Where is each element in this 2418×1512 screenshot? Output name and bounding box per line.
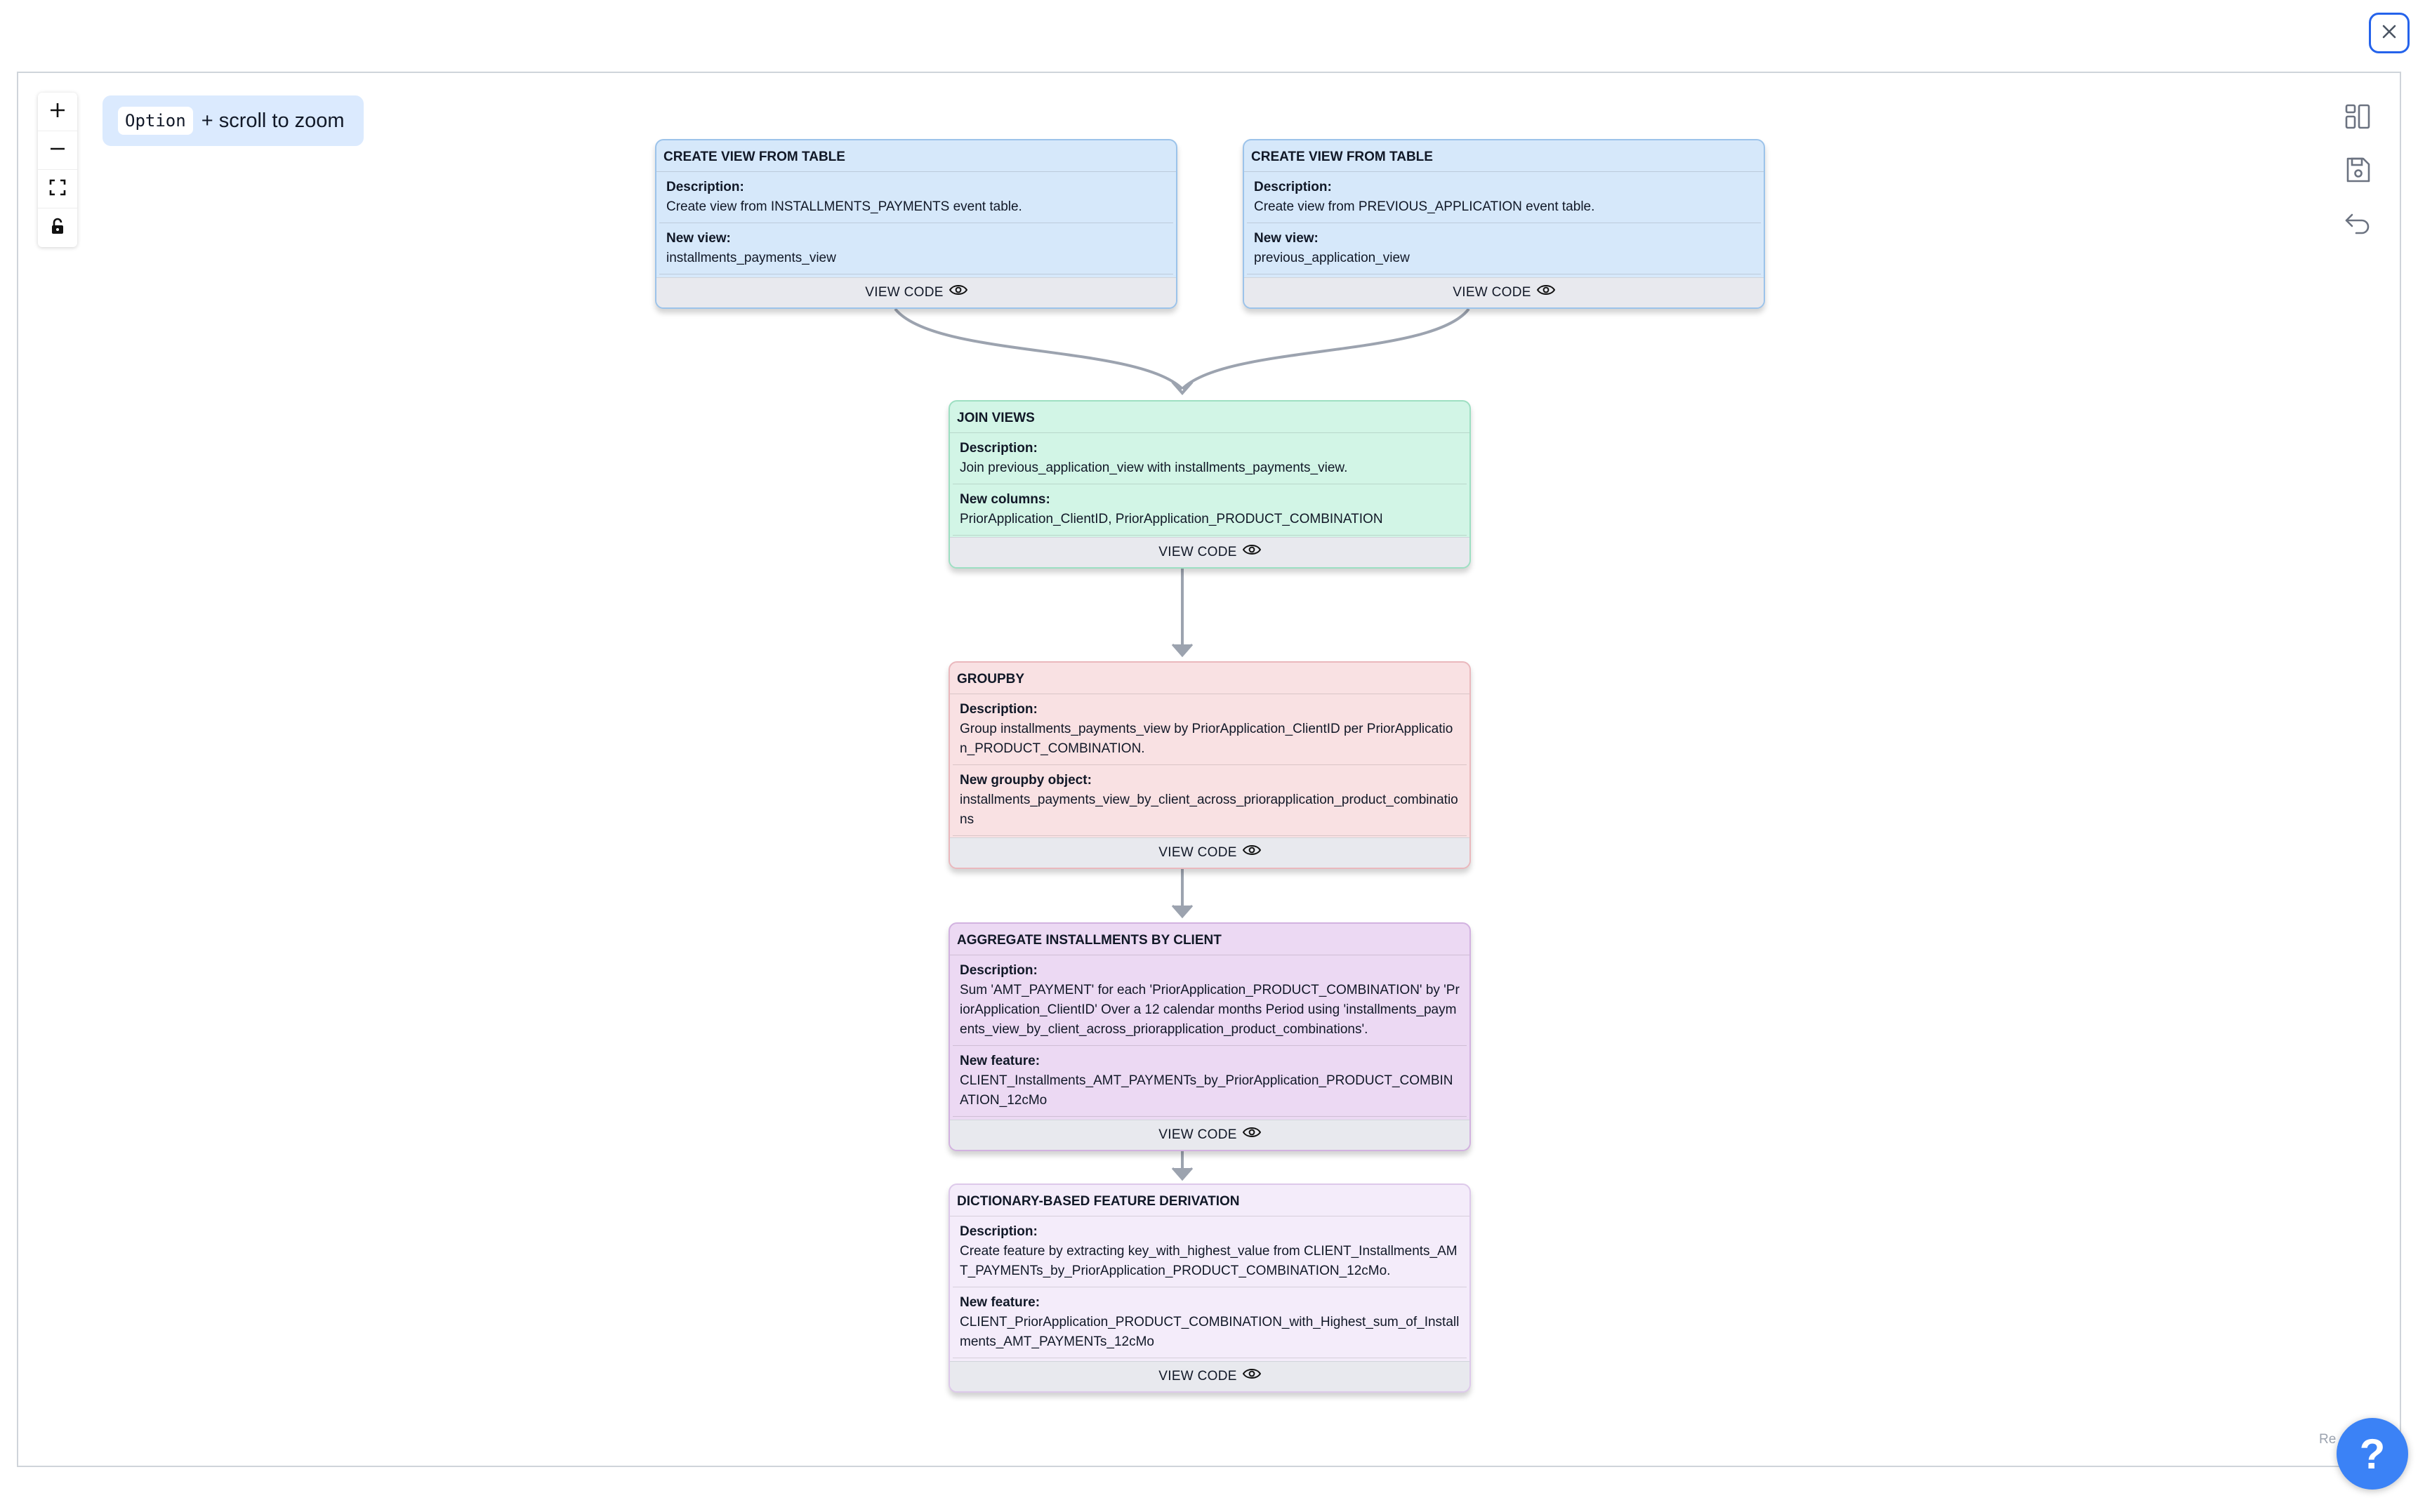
section-label: New feature: bbox=[960, 1295, 1040, 1310]
node-section: Description: Join previous_application_v… bbox=[953, 433, 1467, 484]
node-create-previous-app-view[interactable]: CREATE VIEW FROM TABLE Description: Crea… bbox=[1243, 139, 1765, 309]
section-label: Description: bbox=[666, 180, 744, 194]
node-create-installments-view[interactable]: CREATE VIEW FROM TABLE Description: Crea… bbox=[655, 139, 1177, 309]
section-value: Join previous_application_view with inst… bbox=[960, 460, 1348, 475]
section-value: installments_payments_view_by_client_acr… bbox=[960, 793, 1458, 827]
view-code-label: VIEW CODE bbox=[1453, 285, 1531, 300]
view-code-label: VIEW CODE bbox=[1158, 1127, 1237, 1142]
section-label: New groupby object: bbox=[960, 773, 1092, 788]
lock-button[interactable] bbox=[38, 208, 77, 246]
node-join-views[interactable]: JOIN VIEWS Description: Join previous_ap… bbox=[949, 400, 1471, 569]
section-value: Create feature by extracting key_with_hi… bbox=[960, 1244, 1458, 1278]
plus-icon bbox=[48, 101, 67, 123]
section-label: New view: bbox=[666, 231, 731, 246]
fit-view-icon bbox=[49, 179, 66, 199]
lock-icon bbox=[50, 218, 65, 238]
help-label: ? bbox=[2359, 1430, 2386, 1478]
section-label: Description: bbox=[960, 1224, 1038, 1239]
node-section: Description: Create feature by extractin… bbox=[953, 1216, 1467, 1287]
fit-view-button[interactable] bbox=[38, 170, 77, 208]
section-label: Description: bbox=[960, 441, 1038, 456]
right-toolbar bbox=[2338, 98, 2377, 258]
node-title: CREATE VIEW FROM TABLE bbox=[1244, 140, 1764, 172]
node-aggregate-installments[interactable]: AGGREGATE INSTALLMENTS BY CLIENT Descrip… bbox=[949, 922, 1471, 1151]
zoom-in-button[interactable] bbox=[38, 93, 77, 131]
node-title: JOIN VIEWS bbox=[950, 402, 1469, 433]
view-code-label: VIEW CODE bbox=[1158, 1369, 1237, 1384]
zoom-hint: Option + scroll to zoom bbox=[103, 95, 364, 146]
node-title: GROUPBY bbox=[950, 663, 1469, 694]
node-section: Description: Create view from PREVIOUS_A… bbox=[1247, 172, 1761, 223]
eye-icon bbox=[1237, 1125, 1261, 1145]
section-value: Create view from PREVIOUS_APPLICATION ev… bbox=[1254, 199, 1595, 214]
section-value: previous_application_view bbox=[1254, 251, 1410, 265]
view-code-button[interactable]: VIEW CODE bbox=[950, 537, 1469, 567]
node-title: AGGREGATE INSTALLMENTS BY CLIENT bbox=[950, 924, 1469, 955]
minus-icon bbox=[48, 140, 67, 161]
section-label: New columns: bbox=[960, 492, 1050, 507]
node-dictionary-feature-derivation[interactable]: DICTIONARY-BASED FEATURE DERIVATION Desc… bbox=[949, 1183, 1471, 1393]
layout-button[interactable] bbox=[2338, 98, 2377, 138]
eye-icon bbox=[1237, 1367, 1261, 1386]
node-section: Description: Create view from INSTALLMEN… bbox=[659, 172, 1173, 223]
section-value: CLIENT_Installments_AMT_PAYMENTs_by_Prio… bbox=[960, 1073, 1453, 1108]
node-section: Description: Sum 'AMT_PAYMENT' for each … bbox=[953, 955, 1467, 1046]
hint-text: + scroll to zoom bbox=[201, 109, 345, 132]
node-section: New view: previous_application_view bbox=[1247, 223, 1761, 274]
section-label: Description: bbox=[1254, 180, 1332, 194]
section-label: Description: bbox=[960, 963, 1038, 978]
close-icon bbox=[2380, 22, 2398, 44]
close-button[interactable] bbox=[2369, 13, 2410, 53]
view-code-label: VIEW CODE bbox=[1158, 845, 1237, 860]
node-section: New feature: CLIENT_PriorApplication_PRO… bbox=[953, 1287, 1467, 1358]
save-icon bbox=[2344, 156, 2372, 187]
node-title: CREATE VIEW FROM TABLE bbox=[656, 140, 1176, 172]
section-label: New feature: bbox=[960, 1054, 1040, 1068]
view-code-button[interactable]: VIEW CODE bbox=[1244, 277, 1764, 307]
attribution-text: Re bbox=[2319, 1432, 2337, 1447]
view-code-button[interactable]: VIEW CODE bbox=[656, 277, 1176, 307]
view-code-label: VIEW CODE bbox=[865, 285, 944, 300]
node-section: New feature: CLIENT_Installments_AMT_PAY… bbox=[953, 1046, 1467, 1117]
undo-icon bbox=[2344, 209, 2372, 241]
section-value: CLIENT_PriorApplication_PRODUCT_COMBINAT… bbox=[960, 1315, 1460, 1349]
view-code-button[interactable]: VIEW CODE bbox=[950, 1361, 1469, 1391]
hint-key: Option bbox=[118, 107, 193, 135]
section-value: installments_payments_view bbox=[666, 251, 836, 265]
node-section: Description: Group installments_payments… bbox=[953, 694, 1467, 765]
eye-icon bbox=[1531, 283, 1555, 303]
view-code-label: VIEW CODE bbox=[1158, 545, 1237, 559]
node-groupby[interactable]: GROUPBY Description: Group installments_… bbox=[949, 661, 1471, 869]
node-section: New groupby object: installments_payment… bbox=[953, 765, 1467, 836]
node-title: DICTIONARY-BASED FEATURE DERIVATION bbox=[950, 1185, 1469, 1216]
section-value: Group installments_payments_view by Prio… bbox=[960, 722, 1453, 756]
section-label: Description: bbox=[960, 702, 1038, 717]
help-button[interactable]: ? bbox=[2337, 1418, 2408, 1490]
section-label: New view: bbox=[1254, 231, 1319, 246]
section-value: PriorApplication_ClientID, PriorApplicat… bbox=[960, 512, 1383, 526]
eye-icon bbox=[1237, 843, 1261, 863]
node-section: New columns: PriorApplication_ClientID, … bbox=[953, 484, 1467, 536]
view-code-button[interactable]: VIEW CODE bbox=[950, 837, 1469, 868]
zoom-out-button[interactable] bbox=[38, 131, 77, 170]
section-value: Create view from INSTALLMENTS_PAYMENTS e… bbox=[666, 199, 1022, 214]
undo-button[interactable] bbox=[2338, 205, 2377, 244]
section-value: Sum 'AMT_PAYMENT' for each 'PriorApplica… bbox=[960, 983, 1460, 1037]
layout-icon bbox=[2344, 102, 2372, 134]
eye-icon bbox=[944, 283, 967, 303]
zoom-controls bbox=[38, 93, 77, 247]
eye-icon bbox=[1237, 543, 1261, 562]
save-button[interactable] bbox=[2338, 152, 2377, 191]
view-code-button[interactable]: VIEW CODE bbox=[950, 1120, 1469, 1150]
node-section: New view: installments_payments_view bbox=[659, 223, 1173, 274]
